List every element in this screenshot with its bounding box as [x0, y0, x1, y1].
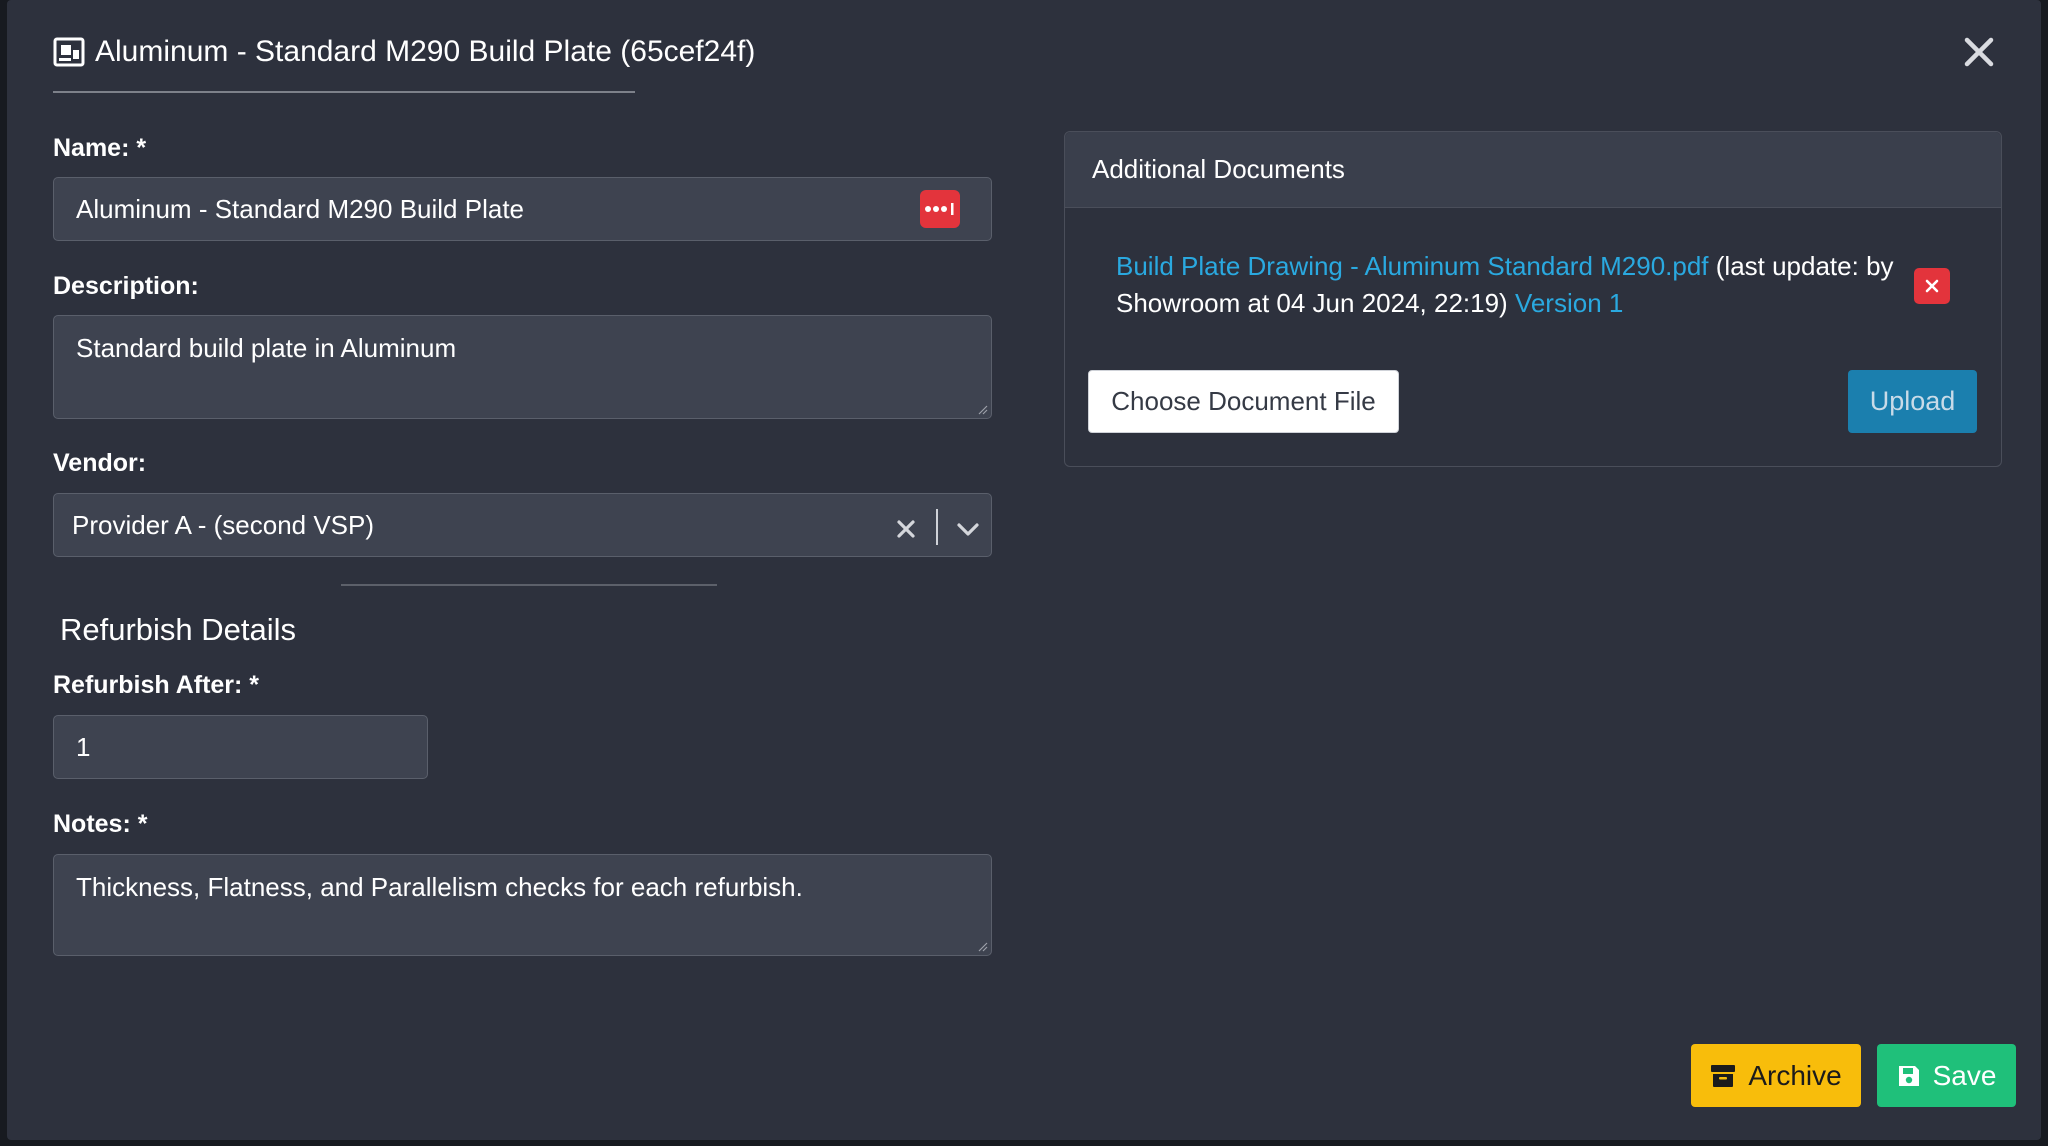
save-label: Save: [1932, 1059, 1997, 1091]
resize-grip-icon[interactable]: [978, 405, 988, 415]
vendor-label: Vendor:: [53, 449, 147, 477]
additional-documents-header: Additional Documents: [1065, 132, 2001, 208]
modal-title: Aluminum - Standard M290 Build Plate (65…: [95, 35, 756, 68]
archive-label: Archive: [1748, 1059, 1842, 1091]
vendor-dropdown-button[interactable]: [949, 510, 987, 548]
archive-button[interactable]: Archive: [1691, 1044, 1861, 1107]
choose-document-file-button[interactable]: Choose Document File: [1088, 370, 1399, 433]
modal-title-row: Aluminum - Standard M290 Build Plate (65…: [53, 26, 755, 78]
document-delete-button[interactable]: [1914, 268, 1950, 304]
title-underline: [53, 91, 635, 93]
description-textarea[interactable]: Standard build plate in Aluminum: [53, 315, 992, 419]
notes-textarea[interactable]: Thickness, Flatness, and Parallelism che…: [53, 854, 992, 956]
name-value: Aluminum - Standard M290 Build Plate: [76, 193, 525, 224]
build-plate-modal: Aluminum - Standard M290 Build Plate (65…: [7, 0, 2041, 1140]
vendor-separator: [936, 509, 938, 545]
close-button[interactable]: [1957, 30, 2001, 74]
name-input[interactable]: Aluminum - Standard M290 Build Plate: [53, 177, 992, 241]
document-version-link[interactable]: Version 1: [1514, 288, 1624, 318]
save-icon: [1898, 1065, 1919, 1086]
refurbish-section-title: Refurbish Details: [60, 612, 297, 647]
build-plate-icon: [53, 36, 85, 68]
refurbish-after-input[interactable]: 1: [53, 715, 428, 779]
document-meta: (last update: by Showroom at 04 Jun 2024…: [1116, 251, 1894, 318]
password-dots-icon: [925, 203, 954, 215]
notes-value: Thickness, Flatness, and Parallelism che…: [76, 872, 803, 902]
document-entry: Build Plate Drawing - Aluminum Standard …: [1116, 248, 1916, 322]
save-button[interactable]: Save: [1877, 1044, 2016, 1107]
name-label: Name: *: [53, 134, 147, 162]
chevron-down-icon: [957, 523, 979, 536]
document-file-link[interactable]: Build Plate Drawing - Aluminum Standard …: [1116, 251, 1709, 281]
archive-icon: [1711, 1064, 1736, 1087]
refurbish-after-value: 1: [76, 731, 91, 762]
password-manager-button[interactable]: [920, 190, 960, 228]
resize-grip-icon[interactable]: [978, 942, 988, 952]
vendor-clear-button[interactable]: [887, 510, 925, 548]
section-divider: [341, 584, 717, 586]
refurbish-after-label: Refurbish After: *: [53, 671, 260, 699]
vendor-select[interactable]: Provider A - (second VSP): [53, 493, 992, 557]
description-label: Description:: [53, 272, 199, 300]
close-icon: [1964, 37, 1994, 67]
upload-button[interactable]: Upload: [1848, 370, 1977, 433]
delete-icon: [1925, 279, 1939, 293]
description-value: Standard build plate in Aluminum: [76, 333, 457, 363]
vendor-value: Provider A - (second VSP): [72, 509, 375, 540]
notes-label: Notes: *: [53, 810, 148, 838]
clear-icon: [897, 520, 915, 538]
